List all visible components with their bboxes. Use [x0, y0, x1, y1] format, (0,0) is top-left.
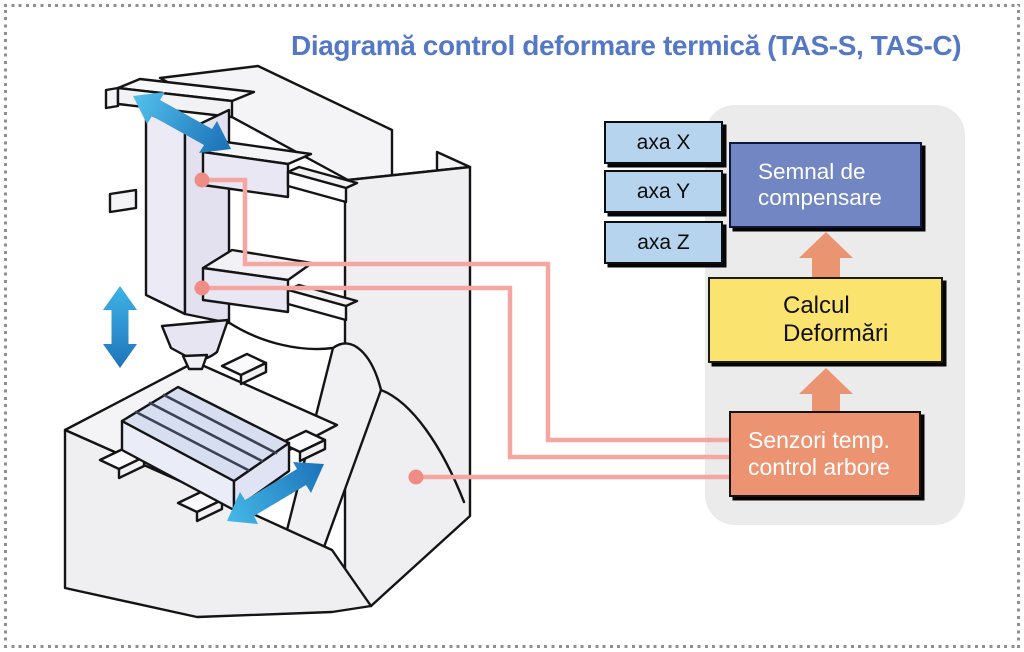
dotted-border-bottom — [4, 645, 1020, 648]
sensor-wires — [202, 177, 740, 480]
sensor-dots — [194, 172, 424, 485]
sensor-dot — [408, 469, 424, 485]
sensor-wire — [202, 177, 740, 443]
machine-contour-curve — [379, 388, 466, 504]
temp-sensors-box: Senzori temp. control arbore — [729, 411, 921, 497]
compensation-signal-box: Semnal de compensare — [729, 142, 922, 228]
x-axis-arrow-icon — [227, 462, 324, 524]
dotted-border-top — [4, 4, 1020, 7]
tool-tip — [181, 353, 209, 371]
sensors-line2: control arbore — [748, 453, 890, 480]
axis-box-z: axa Z — [604, 221, 723, 264]
calc-line2: Deformări — [783, 320, 889, 347]
compensation-line2: compensare — [758, 185, 882, 210]
sensors-line1: Senzori temp. — [748, 427, 890, 453]
machine-table — [120, 385, 291, 512]
axis-label-x: axa X — [636, 130, 691, 154]
axis-box-x: axa X — [604, 121, 723, 164]
dotted-border-left — [4, 4, 7, 648]
spindle-nose — [160, 318, 230, 361]
up-arrow-icon — [799, 368, 853, 411]
machine-neck — [285, 342, 383, 560]
sensor-dot — [194, 280, 210, 296]
sensor-wire — [202, 285, 740, 460]
z-axis-arrow-icon — [103, 286, 137, 368]
axis-label-y: axa Y — [636, 179, 691, 203]
machine-body — [63, 64, 472, 619]
sensor-dot — [194, 172, 210, 188]
machine-contour-curve — [226, 320, 335, 351]
page-title: Diagramă control deformare termică (TAS-… — [291, 30, 962, 61]
y-axis-arrow-icon — [133, 92, 231, 153]
calc-line1: Calcul — [783, 292, 850, 319]
table-t-slots — [134, 393, 278, 472]
dotted-border-right — [1017, 4, 1020, 648]
up-arrow-icon — [799, 232, 853, 277]
deformation-calc-box: Calcul Deformări — [708, 277, 943, 363]
axis-label-z: axa Z — [637, 230, 690, 254]
axis-box-y: axa Y — [604, 170, 723, 213]
compensation-line1: Semnal de — [758, 159, 866, 184]
